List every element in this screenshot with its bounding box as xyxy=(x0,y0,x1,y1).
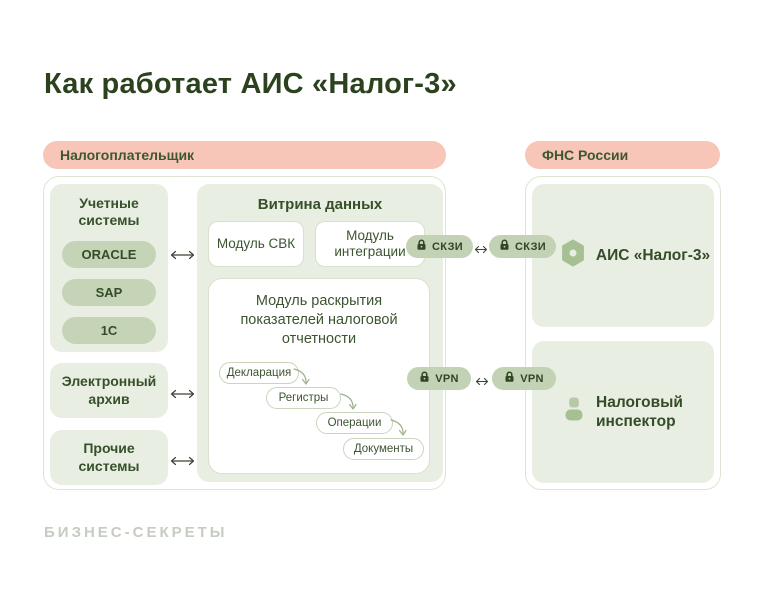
skzi-label: СКЗИ xyxy=(431,240,464,253)
electronic-archive-label: Электронный архив xyxy=(61,373,157,407)
taxpayer-section-header: Налогоплательщик xyxy=(43,141,446,169)
tax-inspector-card: Налоговый инспектор xyxy=(532,341,714,483)
lock-icon xyxy=(416,239,427,254)
double-arrow-icon xyxy=(475,373,489,391)
electronic-archive-card: Электронный архив xyxy=(50,363,168,418)
other-systems-label: Прочие системы xyxy=(78,440,140,474)
hexagon-nut-icon xyxy=(560,239,586,272)
curve-arrow-icon xyxy=(293,367,311,392)
system-pill-1c: 1С xyxy=(62,316,156,344)
disclosure-module-box: Модуль раскрытия показателей налоговой о… xyxy=(208,278,430,474)
declaration-pill: Декларация xyxy=(219,362,299,384)
accounting-systems-title: Учетные системы xyxy=(78,195,140,228)
system-pill-sap: SAP xyxy=(62,278,156,306)
page-title: Как работает АИС «Налог-3» xyxy=(44,68,457,100)
disclosure-module-title: Модуль раскрытия показателей налоговой о… xyxy=(240,293,398,347)
svk-module-label: Модуль СВК xyxy=(216,235,296,251)
data-showcase-card: Витрина данных Модуль СВК Модуль интегра… xyxy=(197,184,443,482)
lock-icon xyxy=(419,371,430,386)
business-secrets-logo: БИЗНЕС-СЕКРЕТЫ xyxy=(44,524,228,541)
taxpayer-header-label: Налогоплательщик xyxy=(60,147,195,163)
curve-arrow-icon xyxy=(340,392,358,417)
double-arrow-icon xyxy=(169,247,196,265)
vpn-badge: VPN xyxy=(407,367,471,390)
curve-arrow-icon xyxy=(390,418,408,443)
double-arrow-icon xyxy=(169,386,196,404)
fns-section-header: ФНС России xyxy=(525,141,720,169)
double-arrow-icon xyxy=(474,241,488,259)
vpn-label: VPN xyxy=(435,372,459,385)
other-systems-card: Прочие системы xyxy=(50,430,168,485)
lock-icon xyxy=(499,239,510,254)
vpn-label: VPN xyxy=(520,372,544,385)
registers-pill: Регистры xyxy=(266,387,341,409)
integration-module-label: Модуль интеграции xyxy=(334,227,406,259)
fns-header-label: ФНС России xyxy=(542,147,629,163)
ais-nalog3-label: АИС «Налог-3» xyxy=(595,246,711,264)
tax-inspector-label: Налоговый инспектор xyxy=(596,393,683,430)
operations-pill: Операции xyxy=(316,412,393,434)
data-showcase-title: Витрина данных xyxy=(257,196,383,213)
system-pill-oracle: ORACLE xyxy=(62,240,156,268)
person-icon xyxy=(564,397,584,427)
skzi-label: СКЗИ xyxy=(514,240,547,253)
lock-icon xyxy=(504,371,515,386)
accounting-systems-card: Учетные системы ORACLE SAP 1С xyxy=(50,184,168,352)
svk-module-box: Модуль СВК xyxy=(208,221,304,267)
vpn-badge: VPN xyxy=(492,367,556,390)
skzi-badge: СКЗИ xyxy=(489,235,556,258)
skzi-badge: СКЗИ xyxy=(406,235,473,258)
double-arrow-icon xyxy=(169,453,196,471)
documents-pill: Документы xyxy=(343,438,424,460)
ais-nalog3-card: АИС «Налог-3» xyxy=(532,184,714,327)
